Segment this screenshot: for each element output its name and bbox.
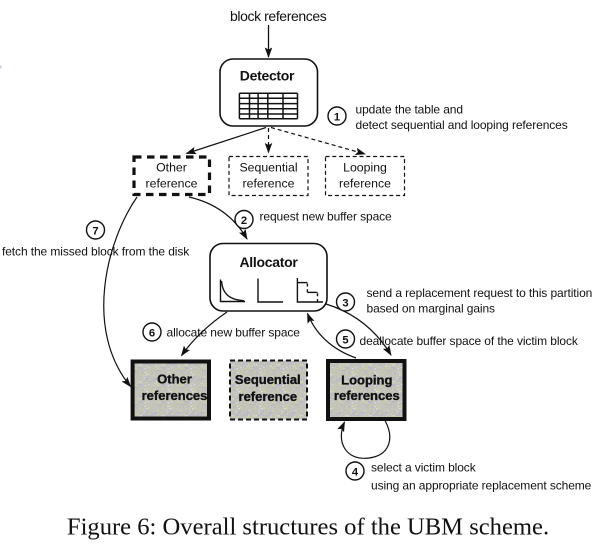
svg-text:Figure 6: Overall structures o: Figure 6: Overall structures of the UBM … <box>67 514 549 541</box>
svg-text:Detector: Detector <box>240 68 295 84</box>
svg-text:fetch the missed block from th: fetch the missed block from the disk <box>2 245 190 259</box>
svg-text:request new buffer space: request new buffer space <box>260 210 393 224</box>
svg-text:Looping: Looping <box>341 372 392 387</box>
svg-text:Sequential: Sequential <box>235 372 301 387</box>
svg-text:references: references <box>334 388 400 403</box>
svg-text:Other: Other <box>156 161 187 175</box>
svg-text:Sequential: Sequential <box>239 161 297 175</box>
svg-text:7: 7 <box>92 226 98 238</box>
svg-text:5: 5 <box>342 335 348 347</box>
svg-text:Other: Other <box>157 372 192 387</box>
svg-text:update the table and: update the table and <box>356 102 463 116</box>
svg-text:select a victim block: select a victim block <box>371 461 477 475</box>
svg-text:using an appropriate replaceme: using an appropriate replacement scheme <box>371 479 592 493</box>
svg-text:4: 4 <box>352 467 359 479</box>
svg-text:Looping: Looping <box>343 161 387 175</box>
svg-text:1: 1 <box>334 112 340 124</box>
svg-text:detect sequential and looping: detect sequential and looping references <box>356 118 568 132</box>
svg-text:reference: reference <box>239 389 298 404</box>
svg-text:block references: block references <box>230 8 327 24</box>
svg-text:2: 2 <box>241 215 247 227</box>
svg-text:Allocator: Allocator <box>240 254 299 270</box>
svg-text:reference: reference <box>146 177 198 191</box>
svg-text:based on marginal gains: based on marginal gains <box>367 302 496 316</box>
svg-text:allocate new buffer space: allocate new buffer space <box>167 326 301 340</box>
svg-text:deallocate buffer space of the: deallocate buffer space of the victim bl… <box>360 334 579 348</box>
svg-text:reference: reference <box>243 177 295 191</box>
svg-text:6: 6 <box>149 328 155 340</box>
svg-text:references: references <box>142 388 208 403</box>
svg-text:reference: reference <box>339 177 391 191</box>
svg-text:send a replacement request to: send a replacement request to this parti… <box>367 286 593 300</box>
svg-text:3: 3 <box>342 298 348 310</box>
